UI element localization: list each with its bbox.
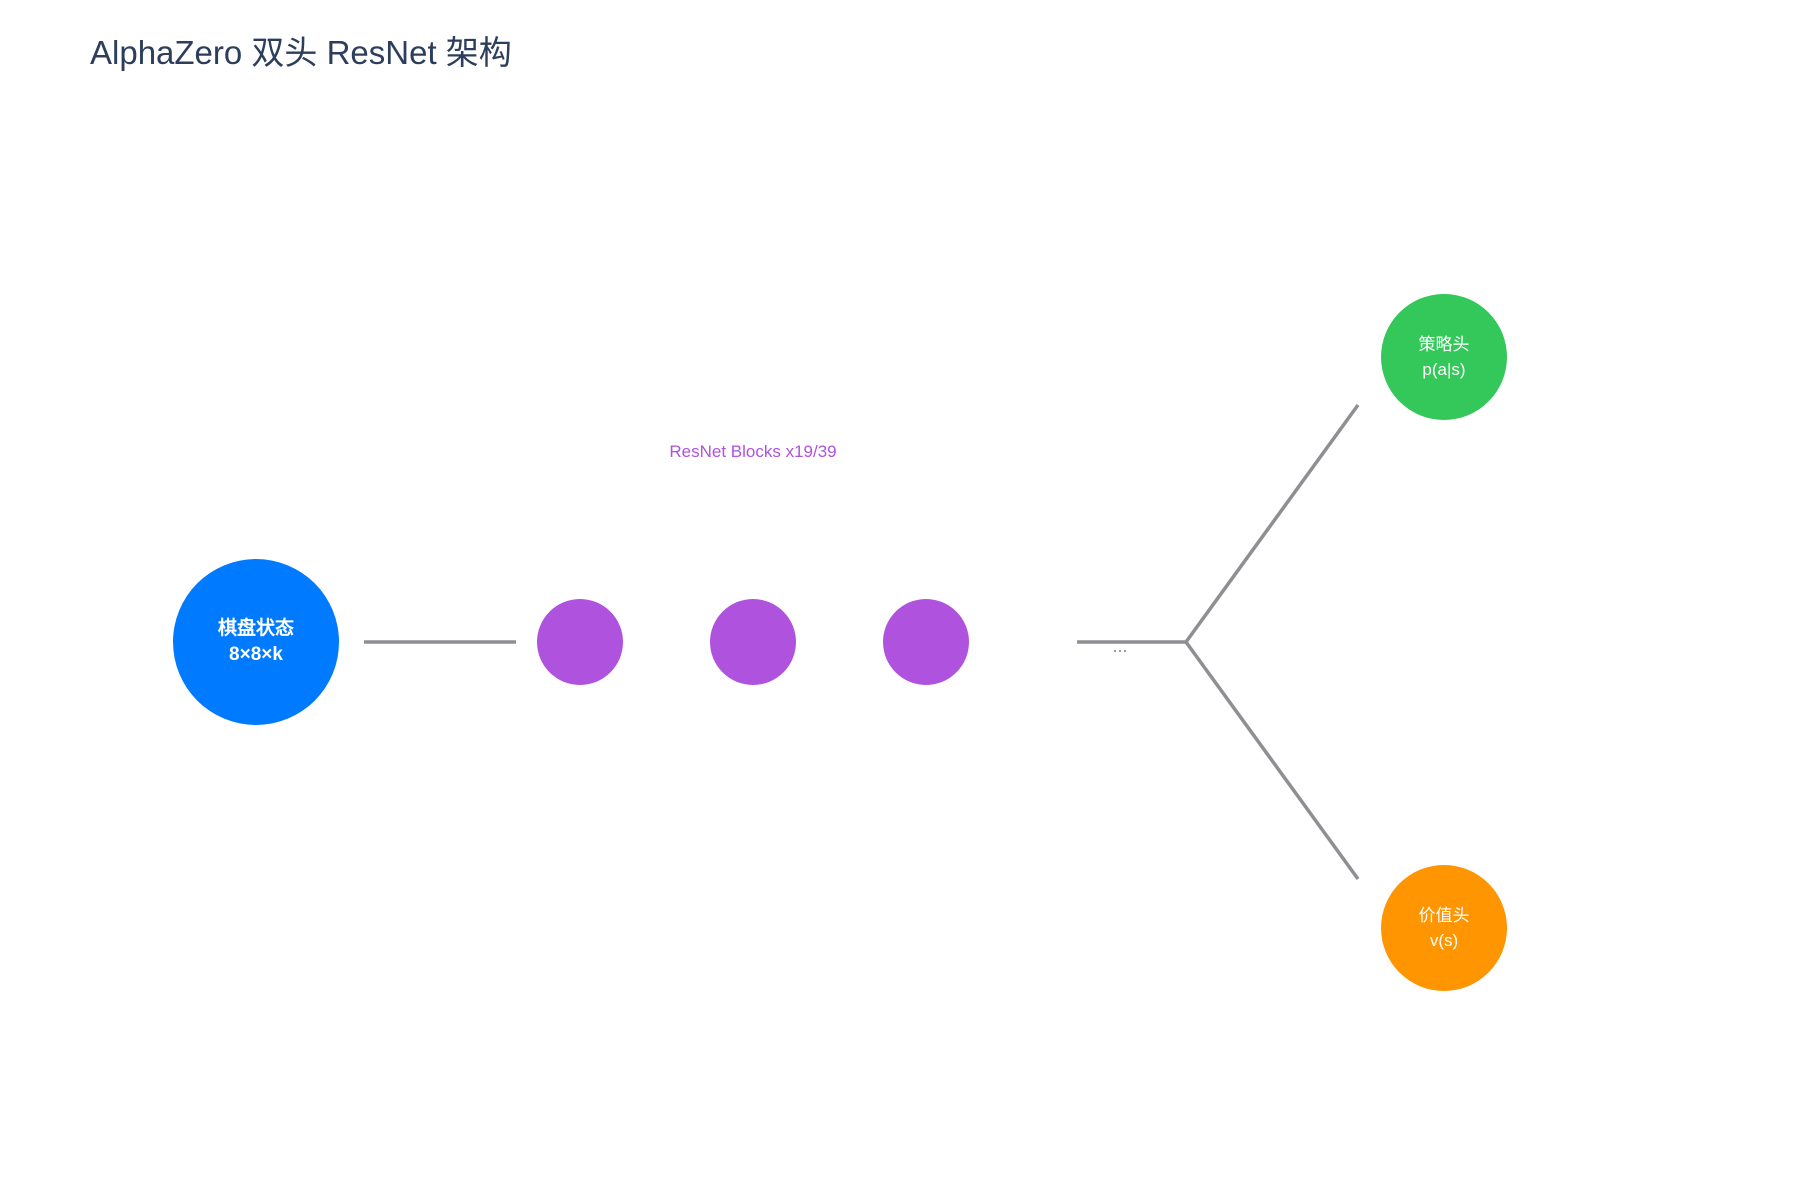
resnet-block-3 [883,599,969,685]
resnet-blocks [537,599,969,685]
policy-head-label: 策略头 [1419,335,1470,354]
diagram-title: AlphaZero 双头 ResNet 架构 [90,34,512,71]
input-node: 棋盘状态 8×8×k [173,559,339,725]
resnet-block-1 [537,599,623,685]
policy-head-circle [1381,294,1507,420]
input-node-label: 棋盘状态 [218,616,294,639]
resnet-block-2 [710,599,796,685]
value-head-label: 价值头 [1419,906,1470,925]
diagram-edges [364,403,1360,881]
ellipsis-label: ... [1112,636,1127,656]
input-node-shape-label: 8×8×k [229,644,283,665]
edge-split-to-value-head [1184,640,1360,881]
value-head-node: 价值头 v(s) [1381,865,1507,991]
policy-head-formula: p(a|s) [1422,360,1465,379]
value-head-formula: v(s) [1430,931,1458,950]
resnet-blocks-label: ResNet Blocks x19/39 [669,442,836,461]
input-node-circle [173,559,339,725]
policy-head-node: 策略头 p(a|s) [1381,294,1507,420]
value-head-circle [1381,865,1507,991]
edge-split-to-policy-head [1184,403,1360,644]
